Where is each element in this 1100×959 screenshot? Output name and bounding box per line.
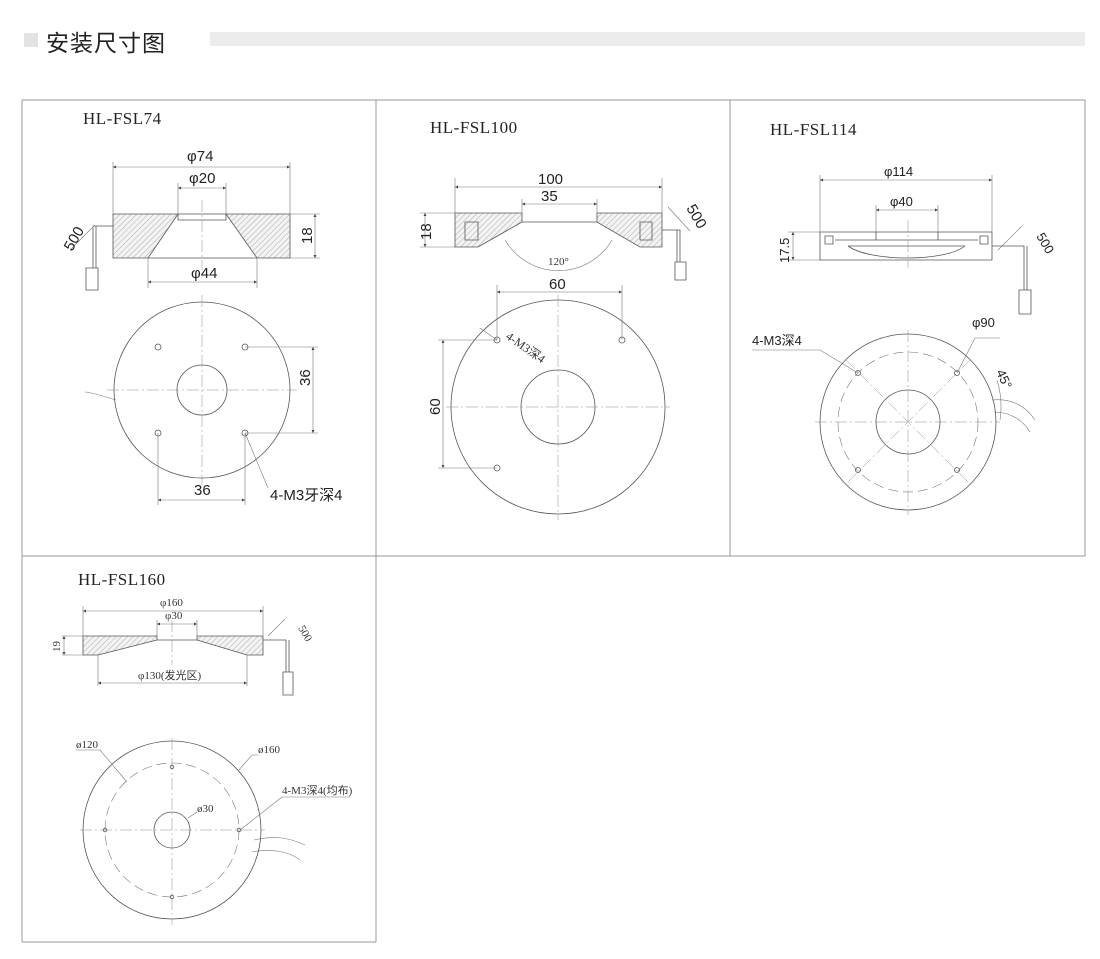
dim-hole: ø30 [197, 803, 214, 815]
page-title: 安装尺寸图 [46, 31, 166, 57]
dim-pcd: ø120 [76, 739, 99, 751]
dim-height: 17.5 [777, 238, 792, 263]
panel-hl-fsl74: HL-FSL74 φ74 φ20 φ44 18 500 36 36 4-M3牙深… [61, 109, 343, 505]
dim-cable: 500 [61, 224, 88, 254]
panel-frames [21, 99, 1086, 943]
dim-inner: 35 [541, 188, 558, 205]
model-title: HL-FSL114 [770, 120, 857, 139]
panel-hl-fsl160: HL-FSL160 φ160 φ30 φ130(发光区) 19 500 ø120… [51, 570, 353, 925]
dim-emit: φ130(发光区) [138, 668, 202, 682]
dim-pcd: φ90 [972, 315, 995, 330]
dim-height: 18 [418, 223, 435, 240]
dim-angle: 120° [548, 256, 569, 268]
dim-hole-v: 36 [297, 369, 314, 386]
holes-note: 4-M3牙深4 [270, 487, 343, 504]
dim-height: 18 [299, 227, 316, 244]
dim-outer: φ114 [884, 164, 913, 179]
dim-cable: 500 [295, 624, 314, 645]
dim-bottom: φ44 [191, 265, 217, 282]
panel-hl-fsl114: HL-FSL114 φ114 φ40 17.5 500 4-M3深4 φ90 4… [752, 120, 1057, 515]
dim-cable: 500 [1033, 230, 1057, 256]
header-rule [210, 32, 1085, 46]
header-marker [24, 33, 38, 47]
holes-note: 4-M3深4(均布) [282, 784, 353, 797]
dim-outer: φ74 [187, 148, 213, 165]
model-title: HL-FSL74 [83, 109, 162, 128]
model-title: HL-FSL160 [78, 570, 166, 589]
dim-inner: φ30 [165, 610, 183, 622]
dim-outer: φ160 [160, 597, 183, 609]
dim-hole-h: 60 [549, 276, 566, 293]
dim-height: 19 [51, 641, 63, 653]
holes-note: 4-M3深4 [752, 333, 802, 348]
dim-hole-h: 36 [194, 482, 211, 499]
panel-hl-fsl100: HL-FSL100 120° 100 35 18 500 60 60 4-M3深… [418, 118, 710, 520]
model-title: HL-FSL100 [430, 118, 518, 137]
holes-note: 4-M3深4 [503, 329, 548, 366]
dim-hole-v: 60 [427, 398, 444, 415]
dim-outer: 100 [538, 171, 563, 188]
dim-inner: φ40 [890, 194, 913, 209]
dim-angle: 45° [993, 367, 1015, 391]
dim-inner: φ20 [189, 170, 215, 187]
dim-outer-2: ø160 [258, 744, 281, 756]
